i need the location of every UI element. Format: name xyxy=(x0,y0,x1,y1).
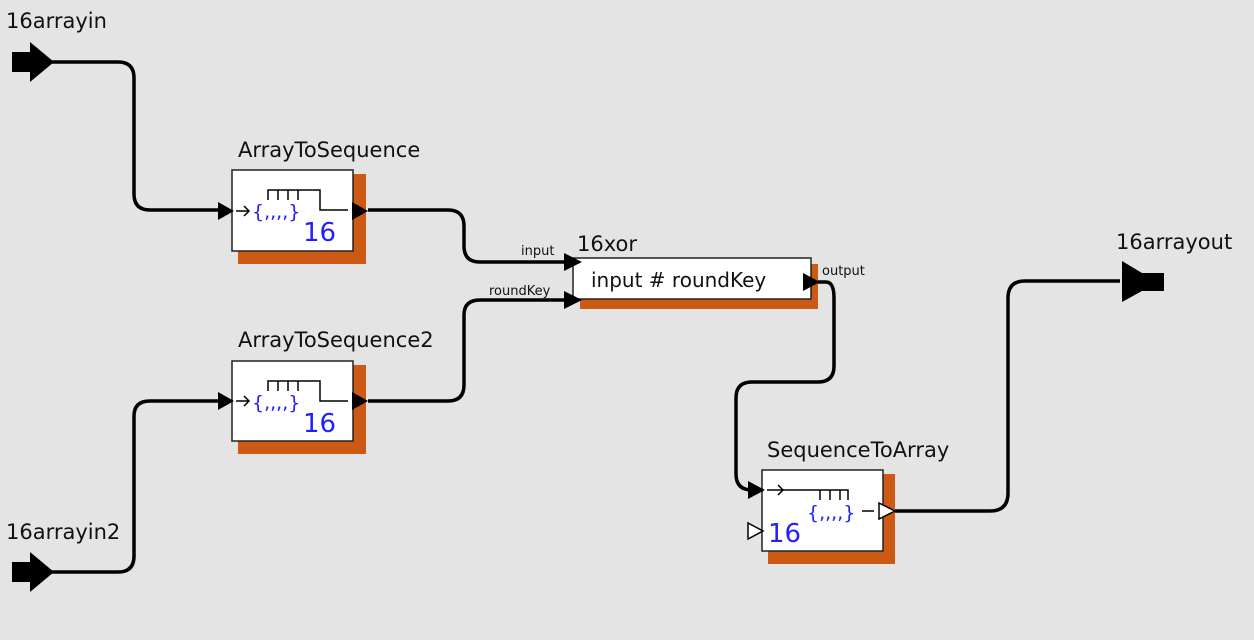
output-port-triangle[interactable] xyxy=(352,392,368,410)
port-label-in2: 16arrayin2 xyxy=(6,520,120,544)
input-port-arrow-icon xyxy=(12,42,54,82)
actor-16xor[interactable]: 16xor input # roundKey input roundKey ou… xyxy=(489,232,865,309)
actor-sequence-to-array[interactable]: SequenceToArray {,,,,} 16 xyxy=(747,438,949,564)
actor-array-to-sequence[interactable]: ArrayToSequence {,,,,} 16 xyxy=(218,138,420,264)
wire-a2s2-to-xor-roundkey[interactable] xyxy=(368,298,570,403)
output-port-16arrayout[interactable]: 16arrayout xyxy=(1116,230,1232,302)
wire-in2-to-a2s2[interactable] xyxy=(52,399,226,574)
output-port-triangle[interactable] xyxy=(352,202,368,220)
sequence-to-array-icon: {,,,,} 16 xyxy=(767,484,874,549)
input-port-triangle[interactable] xyxy=(218,392,234,410)
actor-array-to-sequence-2[interactable]: ArrayToSequence2 {,,,,} 16 xyxy=(218,328,434,454)
output-port-triangle[interactable] xyxy=(878,501,897,521)
input-port-triangle[interactable] xyxy=(218,202,234,220)
port-label-input: input xyxy=(521,244,554,259)
expression-text: input # roundKey xyxy=(591,268,766,292)
braces-glyph: {,,,,} xyxy=(807,502,855,524)
input-port-triangle[interactable] xyxy=(748,481,765,499)
braces-glyph: {,,,,} xyxy=(252,201,300,223)
wire-s2a-to-out[interactable] xyxy=(892,279,1120,513)
output-port-triangle[interactable] xyxy=(803,273,820,291)
output-port-arrow-icon xyxy=(1122,261,1164,302)
wire-in1-to-a2s1[interactable] xyxy=(52,60,226,212)
array-to-sequence-icon: {,,,,} 16 xyxy=(236,380,348,439)
port-label-out: 16arrayout xyxy=(1116,230,1232,254)
actor-title: 16xor xyxy=(577,232,637,256)
port-label-in1: 16arrayin xyxy=(6,9,107,33)
actor-title: ArrayToSequence xyxy=(238,138,420,162)
input-port-arrow-icon xyxy=(12,552,54,592)
input-port-triangle[interactable] xyxy=(564,253,582,271)
actor-title: ArrayToSequence2 xyxy=(238,328,434,352)
count-glyph: 16 xyxy=(303,218,336,248)
wire-a2s1-to-xor-input[interactable] xyxy=(368,208,570,264)
roundkey-port-triangle[interactable] xyxy=(564,291,582,309)
actor-title: SequenceToArray xyxy=(767,438,949,462)
port-label-output: output xyxy=(822,264,865,279)
input-port-16arrayin2[interactable]: 16arrayin2 xyxy=(6,520,120,592)
count-glyph: 16 xyxy=(303,409,336,439)
count-glyph: 16 xyxy=(768,519,801,549)
length-port-triangle[interactable] xyxy=(747,521,765,541)
port-label-roundkey: roundKey xyxy=(489,284,551,299)
wire-xor-to-s2a[interactable] xyxy=(734,280,836,492)
input-port-16arrayin[interactable]: 16arrayin xyxy=(6,9,107,82)
array-to-sequence-icon: {,,,,} 16 xyxy=(236,189,348,248)
braces-glyph: {,,,,} xyxy=(252,392,300,414)
